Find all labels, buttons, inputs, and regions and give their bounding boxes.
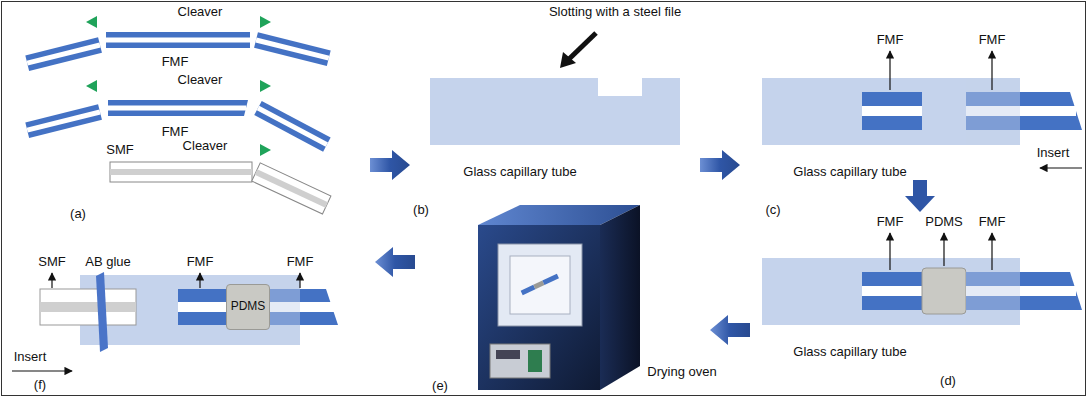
part-label: FMF	[162, 125, 189, 139]
part-label: AB glue	[85, 255, 131, 269]
part-label: FMF	[979, 33, 1006, 47]
part-label: FMF	[877, 215, 904, 229]
part-label: Cleaver	[178, 73, 223, 87]
part-label: FMF	[877, 33, 904, 47]
part-label: FMF	[287, 255, 314, 269]
capillary-tube-d	[762, 233, 1082, 325]
panel-letter: (c)	[765, 203, 780, 217]
part-label: FMF	[187, 255, 214, 269]
node-text: PDMS	[231, 300, 266, 313]
capillary-tube-c	[762, 51, 1082, 168]
part-label: Glass capillary tube	[793, 165, 906, 179]
panel-letter: (e)	[432, 379, 448, 393]
pdms-block: PDMS	[226, 284, 270, 330]
part-label: Insert	[1037, 146, 1070, 160]
assembled-sensor	[12, 272, 338, 371]
fmf-cleaving-2	[25, 80, 330, 152]
part-label: Glass capillary tube	[463, 165, 576, 179]
part-label: PDMS	[925, 215, 963, 229]
part-label: FMF	[979, 215, 1006, 229]
part-label: SMF	[38, 255, 65, 269]
part-label: Glass capillary tube	[793, 345, 906, 359]
panel-letter: (b)	[413, 203, 429, 217]
smf-cleaving	[110, 144, 331, 214]
fmf-cleaving-1	[25, 16, 330, 71]
part-label: Drying oven	[647, 365, 716, 379]
part-label: Slotting with a steel file	[549, 5, 681, 19]
panel-letter: (d)	[940, 374, 956, 388]
panel-letter: (a)	[70, 207, 86, 221]
part-label: Cleaver	[183, 139, 228, 153]
panel-letter: (f)	[34, 378, 46, 392]
capillary-tube-b	[430, 33, 680, 145]
part-label: Cleaver	[178, 5, 223, 19]
part-label: FMF	[162, 55, 189, 69]
drying-oven	[478, 205, 640, 390]
part-label: Insert	[14, 350, 47, 364]
part-label: SMF	[106, 143, 133, 157]
